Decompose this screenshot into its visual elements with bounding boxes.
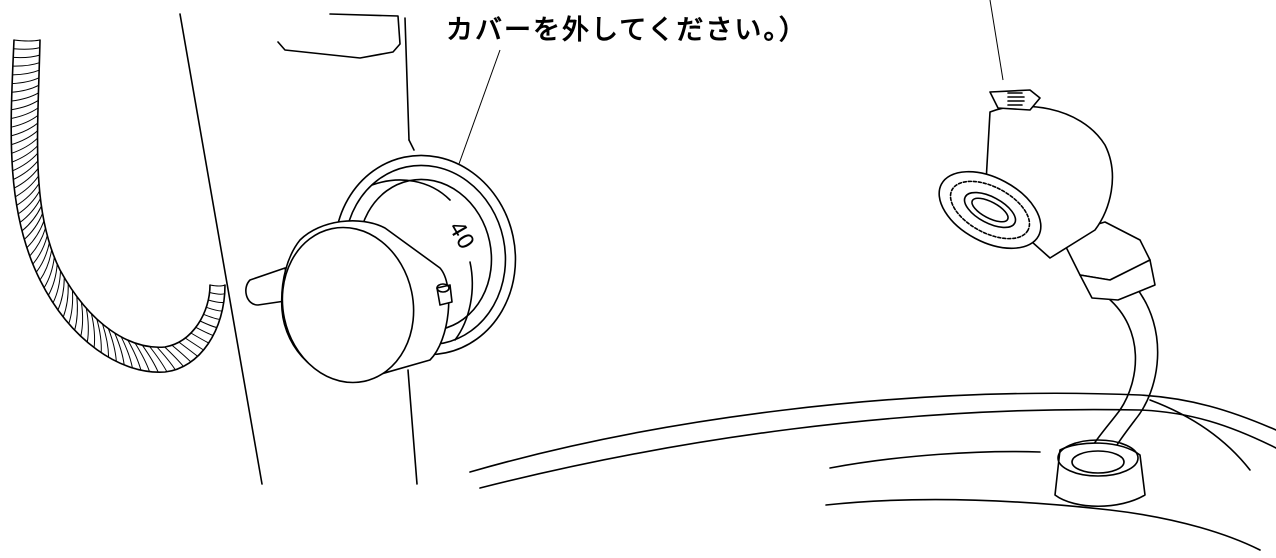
hose-rib [47, 264, 58, 296]
hose-rib [178, 341, 198, 357]
hose-rib [11, 99, 39, 111]
hose-rib [107, 328, 117, 362]
hose-rib [96, 318, 102, 353]
wall-lines [179, 13, 418, 485]
hose-rib [184, 337, 204, 351]
hose-rib [11, 137, 38, 154]
hose-rib [68, 290, 74, 324]
hose-rib [11, 107, 39, 119]
hose-rib [35, 242, 50, 273]
hose-rib [11, 84, 39, 93]
hose-rib [13, 39, 41, 42]
hose [10, 39, 226, 373]
hose-rib [114, 332, 125, 366]
hose-rib [209, 292, 225, 295]
spray-switch-button [989, 89, 1041, 111]
hose-rib [19, 198, 41, 223]
hose-rib [149, 346, 168, 373]
hose-rib [11, 130, 38, 146]
hose-rib [120, 336, 133, 368]
hose-rib [203, 313, 220, 320]
hose-rib [62, 283, 69, 318]
tub-rim [469, 392, 1276, 551]
hose-rib [199, 320, 218, 329]
hose-rib [164, 346, 184, 367]
shower-head [938, 89, 1156, 301]
instruction-caption: カバーを外してください。） [446, 15, 808, 46]
hose-rib [12, 62, 40, 67]
shower-hose [1054, 285, 1159, 508]
leader-line-knob [454, 49, 501, 176]
hose-rib [16, 183, 40, 206]
hose-rib [13, 168, 39, 189]
hose-rib [52, 270, 61, 303]
hose-rib [57, 277, 65, 311]
hose-rib [43, 257, 55, 289]
hose-rib [26, 220, 45, 249]
hose-rib [12, 77, 40, 85]
hose-rib [11, 92, 39, 102]
hose-rib [29, 228, 46, 257]
temperature-knob [281, 226, 415, 384]
hose-rib [195, 326, 214, 336]
leader-line-shower [989, 0, 1004, 81]
hose-rib [141, 344, 159, 373]
hose-rib [156, 346, 176, 371]
hose-rib [80, 302, 84, 337]
hose-rib [190, 332, 209, 344]
hose-rib [12, 69, 40, 76]
hose-rib [206, 306, 223, 312]
hose-rib [134, 342, 150, 372]
hose-rib [11, 145, 38, 163]
hose-rib [11, 115, 39, 128]
hose-ribs [11, 39, 226, 373]
hose-rib [90, 313, 96, 348]
hose-rib [12, 152, 38, 172]
hose-rib [171, 344, 192, 363]
hose-rib [13, 47, 40, 50]
hose-rib [15, 175, 39, 198]
hose-rib [85, 308, 89, 343]
hose-rib [13, 160, 39, 180]
hose-rib [32, 235, 48, 265]
hose-rib [21, 205, 42, 232]
hose-rib [208, 299, 224, 304]
hose-rib [127, 339, 142, 371]
hose-rib [23, 213, 43, 240]
hose-rib [13, 54, 40, 59]
hose-rib [11, 122, 39, 137]
hose-rib [39, 250, 53, 281]
grommet [1054, 442, 1146, 508]
hose-rib [209, 284, 226, 287]
valve-assembly: 40 [245, 154, 517, 384]
hose-rib [17, 190, 41, 215]
hose-rib [102, 323, 110, 358]
hose-rib [74, 296, 78, 331]
